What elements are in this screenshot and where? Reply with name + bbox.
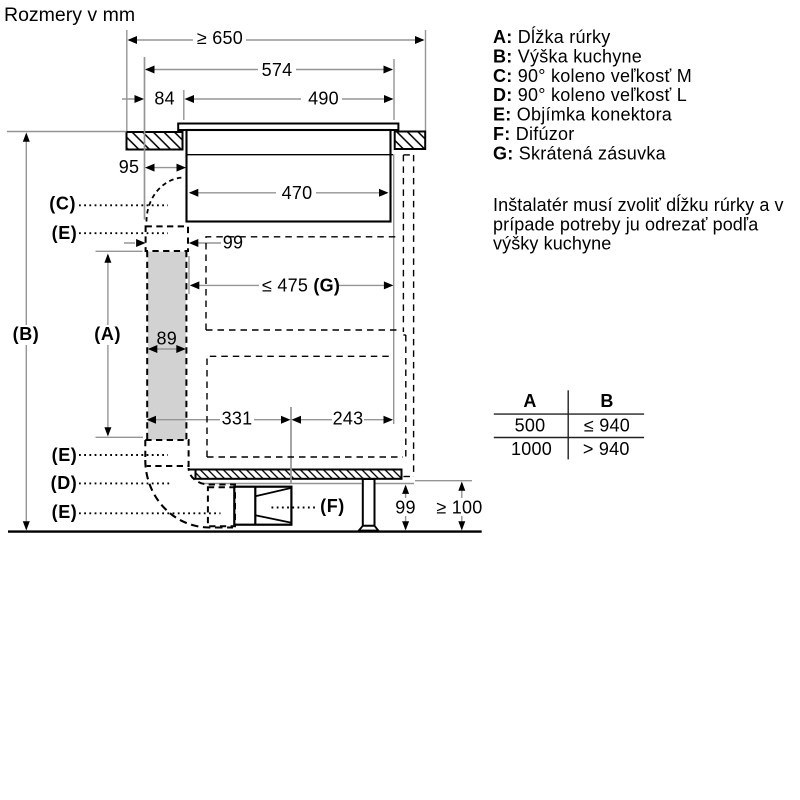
svg-text:500: 500 xyxy=(515,416,546,436)
svg-text:(C): (C) xyxy=(49,194,76,214)
svg-text:Inštalatér musí zvoliť dĺžku r: Inštalatér musí zvoliť dĺžku rúrky a v xyxy=(493,194,784,215)
svg-text:≤ 475 (G): ≤ 475 (G) xyxy=(262,275,340,295)
svg-text:výšky kuchyne: výšky kuchyne xyxy=(493,234,611,254)
svg-text:1000: 1000 xyxy=(511,439,552,459)
svg-text:≥ 650: ≥ 650 xyxy=(197,28,243,48)
svg-text:E: Objímka konektora: E: Objímka konektora xyxy=(493,105,673,125)
svg-text:(A): (A) xyxy=(94,324,121,344)
svg-text:(E): (E) xyxy=(52,445,78,465)
svg-text:(E): (E) xyxy=(52,223,78,243)
svg-text:B: B xyxy=(600,391,613,411)
svg-text:243: 243 xyxy=(333,409,364,429)
svg-text:331: 331 xyxy=(222,409,253,429)
svg-text:(E): (E) xyxy=(52,502,78,522)
svg-text:89: 89 xyxy=(157,329,178,349)
svg-text:(B): (B) xyxy=(13,324,40,344)
svg-text:B: Výška kuchyne: B: Výška kuchyne xyxy=(493,46,642,66)
svg-text:99: 99 xyxy=(395,497,416,517)
svg-text:99: 99 xyxy=(223,233,244,253)
svg-text:574: 574 xyxy=(262,60,293,80)
svg-text:(F): (F) xyxy=(320,496,345,516)
svg-text:95: 95 xyxy=(119,157,140,177)
svg-text:Rozmery v mm: Rozmery v mm xyxy=(4,4,135,26)
svg-text:C: 90° koleno veľkosť M: C: 90° koleno veľkosť M xyxy=(493,66,692,86)
svg-text:490: 490 xyxy=(308,89,339,109)
svg-text:A: A xyxy=(523,391,536,411)
svg-text:470: 470 xyxy=(282,183,313,203)
svg-text:prípade potreby ju odrezať pod: prípade potreby ju odrezať podľa xyxy=(493,214,759,234)
svg-text:F: Difúzor: F: Difúzor xyxy=(493,124,575,144)
svg-text:≤ 940: ≤ 940 xyxy=(584,416,630,436)
svg-text:(D): (D) xyxy=(51,473,78,493)
svg-text:G: Skrátená zásuvka: G: Skrátená zásuvka xyxy=(493,143,667,163)
svg-text:≥ 100: ≥ 100 xyxy=(436,497,482,517)
svg-text:A: Dĺžka rúrky: A: Dĺžka rúrky xyxy=(493,26,611,47)
svg-text:> 940: > 940 xyxy=(583,439,630,459)
svg-text:84: 84 xyxy=(154,89,175,109)
svg-text:D: 90° koleno veľkosť L: D: 90° koleno veľkosť L xyxy=(493,85,687,105)
